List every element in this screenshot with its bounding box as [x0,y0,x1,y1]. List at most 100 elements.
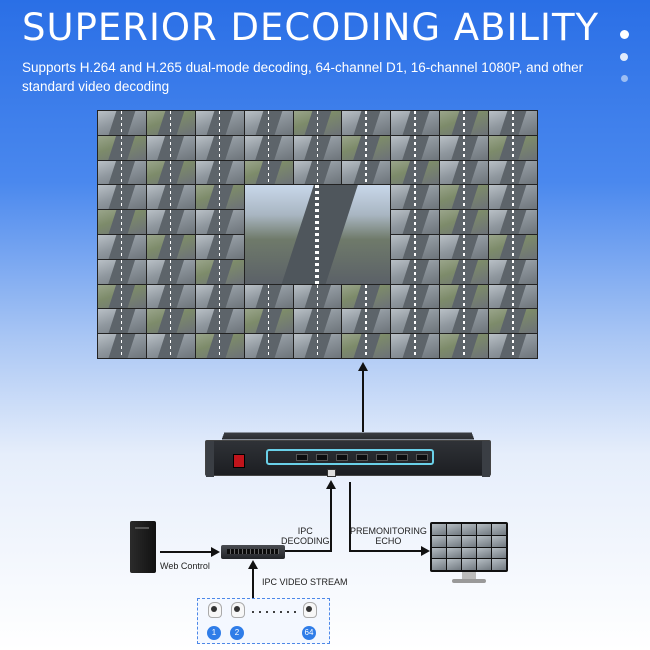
video-tile [195,185,244,210]
rack-ear-left [206,441,214,477]
pager-dots [618,30,630,96]
monitor-screen [432,524,506,570]
video-tile [195,309,244,334]
video-tile [293,309,342,334]
video-tile [440,210,489,234]
video-tile [440,135,489,160]
video-tile [98,160,146,185]
arrow-up-icon [358,362,368,371]
monitor-base [452,579,486,583]
video-tile [146,284,195,309]
hdmi-port-icon [296,454,308,461]
video-tile [244,160,293,185]
video-tile [391,309,440,334]
video-tile [342,135,391,160]
video-tile [391,284,440,309]
video-tile-main [244,185,391,284]
hdmi-ports-highlight [266,449,434,465]
camera-ellipsis: ······· [250,601,299,621]
video-tile [195,259,244,284]
video-tile [146,135,195,160]
label-web-control: Web Control [160,561,210,571]
video-tile [489,259,537,284]
connector-line [330,488,332,552]
monitor-stand [462,572,476,580]
video-tile [244,284,293,309]
label-premonitoring-echo: PREMONITORING ECHO [350,526,427,546]
video-tile [342,111,391,135]
video-tile [293,334,342,358]
video-tile [146,234,195,259]
decoder-device [205,432,491,482]
video-tile [440,259,489,284]
video-tile [489,334,537,358]
video-tile [440,284,489,309]
video-tile [244,111,293,135]
label-premonitoring-echo-text: PREMONITORING ECHO [350,526,427,546]
video-tile [146,259,195,284]
pager-dot-3[interactable] [620,75,628,82]
arrow-up-icon [326,480,336,489]
video-tile [489,210,537,234]
video-tile [98,309,146,334]
label-ipc-decoding: IPC DECODING [281,526,330,546]
video-tile [98,135,146,160]
arrow-right-icon [211,547,220,557]
video-tile [293,111,342,135]
hdmi-port-icon [356,454,368,461]
arrow-up-icon [248,560,258,569]
arrow-right-icon [421,546,430,556]
video-tile [391,334,440,358]
video-tile [98,111,146,135]
video-tile [146,309,195,334]
ip-camera-icon [301,602,317,622]
ethernet-port-icon [327,469,336,477]
monitor-icon [430,522,508,572]
video-tile [195,234,244,259]
pager-dot-1[interactable] [619,30,629,39]
computer-tower-icon [130,521,156,573]
rack-ear-right [482,441,490,477]
video-tile [391,135,440,160]
hdmi-port-icon [396,454,408,461]
camera-number-badge: 64 [302,626,316,640]
pager-dot-2[interactable] [620,53,628,61]
video-tile [195,160,244,185]
video-tile [391,160,440,185]
video-tile [440,234,489,259]
video-tile [342,334,391,358]
ip-camera-icon [206,602,222,622]
video-tile [391,111,440,135]
video-tile [195,135,244,160]
video-tile [293,160,342,185]
video-tile [293,135,342,160]
video-tile [195,111,244,135]
video-tile [489,309,537,334]
video-tile [195,334,244,358]
video-tile [391,234,440,259]
video-tile [440,185,489,210]
video-tile [293,284,342,309]
video-tile [98,234,146,259]
video-tile [146,111,195,135]
video-tile [391,259,440,284]
network-switch-icon [221,545,285,559]
video-tile [342,160,391,185]
video-tile [98,284,146,309]
connector-line [362,370,364,432]
video-tile [98,334,146,358]
video-tile [440,111,489,135]
video-tile [489,111,537,135]
connector-line [160,551,212,553]
video-tile [146,160,195,185]
device-front-panel [205,440,491,477]
video-tile [440,309,489,334]
hdmi-port-icon [336,454,348,461]
video-tile [98,210,146,234]
video-tile [489,135,537,160]
ip-camera-icon [229,602,245,622]
video-tile [244,334,293,358]
video-tile [489,234,537,259]
video-tile [244,135,293,160]
page-title: SUPERIOR DECODING ABILITY [22,6,600,49]
